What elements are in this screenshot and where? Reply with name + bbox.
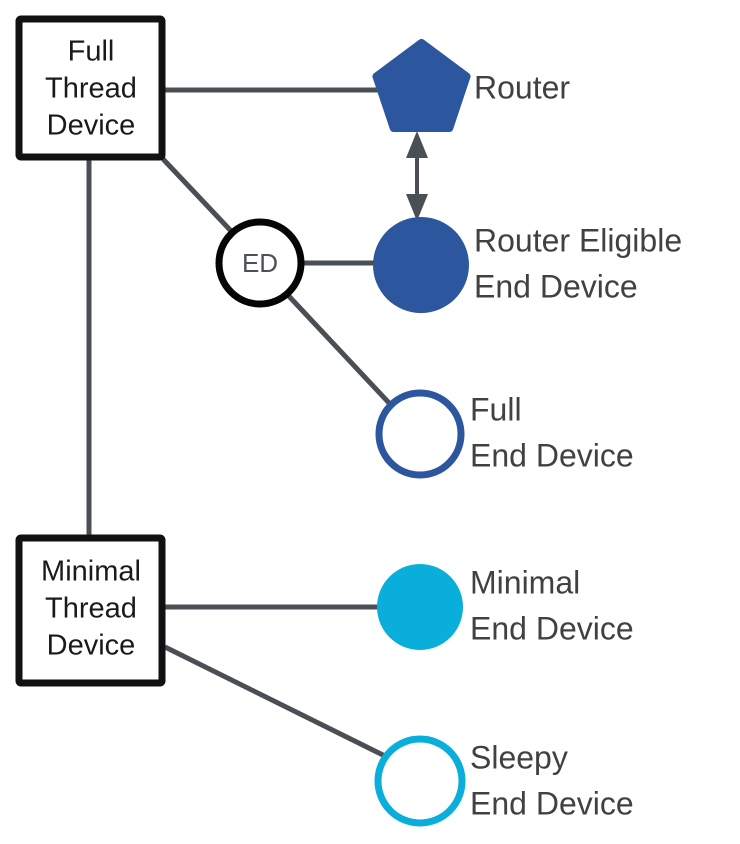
arrow-head-up-icon xyxy=(406,131,428,158)
router-pentagon-icon[interactable] xyxy=(372,39,471,132)
full-thread-device-label-line-3: Device xyxy=(47,110,136,142)
minimal-end-device-label-line-2: End Device xyxy=(470,610,634,646)
node-ed[interactable]: ED xyxy=(215,218,305,308)
minimal-end-device-label-line-1: Minimal xyxy=(470,564,580,600)
router-eligible-end-device-label-line-1: Router Eligible xyxy=(474,222,682,258)
node-full-thread-device[interactable]: Full Thread Device xyxy=(15,15,166,161)
node-router[interactable]: Router xyxy=(372,39,571,132)
node-sleepy-end-device[interactable]: Sleepy End Device xyxy=(374,735,634,827)
minimal-thread-device-label-line-3: Device xyxy=(47,630,136,662)
node-router-eligible-end-device[interactable]: Router Eligible End Device xyxy=(373,217,682,313)
router-label-line-1: Router xyxy=(474,69,570,105)
full-end-device-label-line-2: End Device xyxy=(470,437,634,473)
connector-ed-to-fed xyxy=(283,290,392,406)
minimal-thread-device-label-line-1: Minimal xyxy=(41,556,141,588)
full-end-device-label-line-1: Full xyxy=(470,391,522,427)
sleepy-end-device-label-line-2: End Device xyxy=(470,785,634,821)
node-minimal-thread-device[interactable]: Minimal Thread Device xyxy=(15,534,166,687)
full-thread-device-label-line-1: Full xyxy=(68,36,115,68)
minimal-end-device-circle[interactable] xyxy=(377,564,463,650)
node-full-end-device[interactable]: Full End Device xyxy=(375,389,634,479)
sleepy-end-device-label-line-1: Sleepy xyxy=(470,739,568,775)
router-eligible-end-device-circle[interactable] xyxy=(373,217,469,313)
connector-ftd-to-ed xyxy=(161,157,234,234)
connector-router-reed-bidirectional xyxy=(406,131,428,221)
minimal-thread-device-box[interactable] xyxy=(15,534,166,687)
sleepy-end-device-circle[interactable] xyxy=(374,735,466,827)
full-end-device-circle[interactable] xyxy=(375,389,465,479)
full-thread-device-label-line-2: Thread xyxy=(45,73,137,105)
ed-label: ED xyxy=(242,248,278,278)
arrow-head-down-icon xyxy=(406,194,428,221)
router-eligible-end-device-label-line-2: End Device xyxy=(474,268,638,304)
connector-layer xyxy=(86,87,395,763)
connector-mtd-to-sed xyxy=(163,644,395,763)
node-minimal-end-device[interactable]: Minimal End Device xyxy=(377,564,634,650)
ed-circle[interactable] xyxy=(215,218,305,308)
minimal-thread-device-label-line-2: Thread xyxy=(45,593,137,625)
full-thread-device-box[interactable] xyxy=(15,15,166,161)
